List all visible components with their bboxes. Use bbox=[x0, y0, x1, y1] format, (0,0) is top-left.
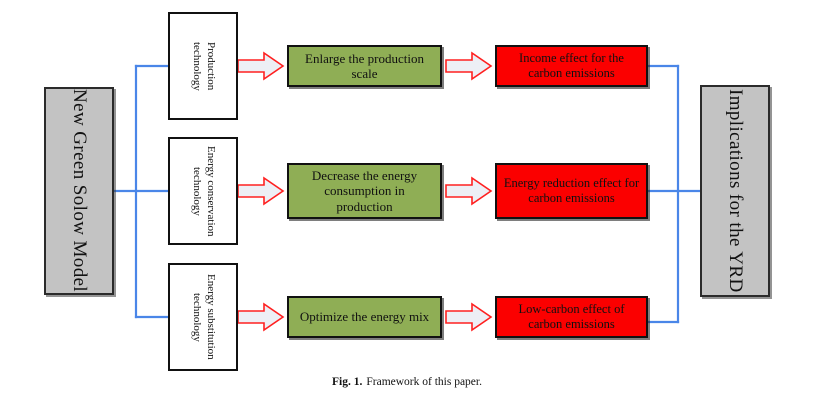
source-node-label: New Green Solow Model bbox=[69, 89, 91, 293]
technology-box-1[interactable]: Production technology bbox=[168, 12, 238, 120]
source-node-new-green-solow-model[interactable]: New Green Solow Model bbox=[44, 87, 114, 295]
figure-caption-label: Fig. 1. bbox=[332, 376, 363, 388]
arrow-mechanism-to-effect-3 bbox=[445, 302, 493, 332]
effect-box-3-label: Low-carbon effect of carbon emissions bbox=[518, 302, 625, 331]
mechanism-box-3[interactable]: Optimize the energy mix bbox=[287, 296, 442, 338]
arrow-mechanism-to-effect-2 bbox=[445, 176, 493, 206]
technology-box-2[interactable]: Energy conservation technology bbox=[168, 137, 238, 245]
effect-box-1-label: Income effect for the carbon emissions bbox=[519, 51, 624, 80]
technology-box-2-label: Energy conservation technology bbox=[191, 145, 217, 237]
mechanism-box-1-label: Enlarge the production scale bbox=[305, 50, 424, 81]
arrow-mechanism-to-effect-1 bbox=[445, 51, 493, 81]
effect-box-2-label: Energy reduction effect for carbon emiss… bbox=[503, 176, 640, 205]
technology-box-3[interactable]: Energy substitution technology bbox=[168, 263, 238, 371]
mechanism-box-2[interactable]: Decrease the energy consumption in produ… bbox=[287, 163, 442, 219]
effect-box-2[interactable]: Energy reduction effect for carbon emiss… bbox=[495, 163, 648, 219]
effect-box-1[interactable]: Income effect for the carbon emissions bbox=[495, 45, 648, 87]
figure-caption: Fig. 1.Framework of this paper. bbox=[0, 376, 814, 388]
outcome-node-label: Implications for the YRD bbox=[725, 89, 747, 293]
technology-box-3-label: Energy substitution technology bbox=[191, 274, 217, 360]
figure-caption-text: Framework of this paper. bbox=[366, 376, 482, 388]
outcome-node-implications-for-the-yrd[interactable]: Implications for the YRD bbox=[700, 85, 770, 297]
technology-box-1-label: Production technology bbox=[191, 41, 217, 91]
mechanism-box-2-label: Decrease the energy consumption in produ… bbox=[311, 168, 418, 214]
arrow-tech-to-mechanism-1 bbox=[237, 51, 285, 81]
arrow-tech-to-mechanism-3 bbox=[237, 302, 285, 332]
mechanism-box-1[interactable]: Enlarge the production scale bbox=[287, 45, 442, 87]
mechanism-box-3-label: Optimize the energy mix bbox=[299, 309, 430, 325]
arrow-tech-to-mechanism-2 bbox=[237, 176, 285, 206]
effect-box-3[interactable]: Low-carbon effect of carbon emissions bbox=[495, 296, 648, 338]
